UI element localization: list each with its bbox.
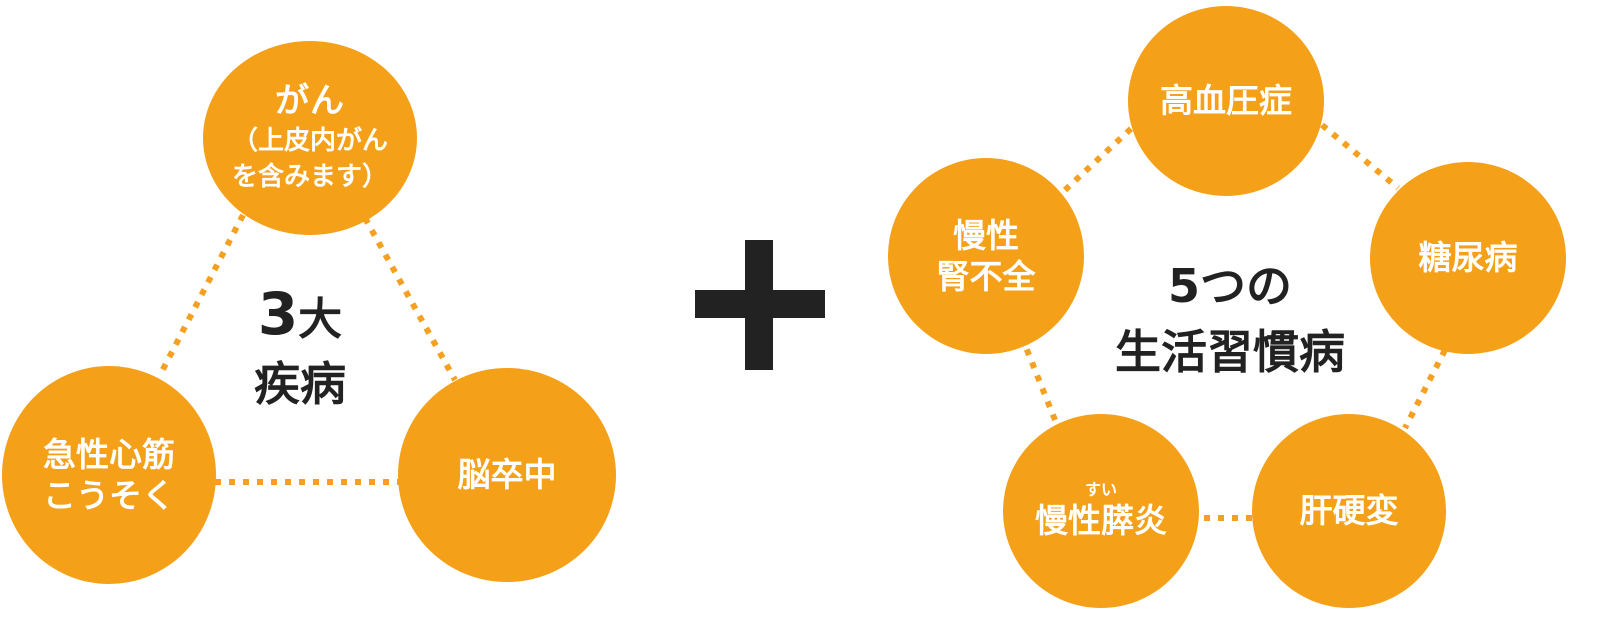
pancreatitis-label: 慢性膵炎: [1035, 501, 1167, 541]
diabetes-circle: 糖尿病: [1370, 162, 1566, 354]
plus-icon: [695, 240, 825, 370]
renal-failure-line1: 慢性: [953, 215, 1019, 255]
center-line2: 疾病: [254, 357, 346, 411]
connector-renal-hypertension: [1062, 122, 1138, 193]
renal-failure-line2: 腎不全: [936, 257, 1036, 296]
lifestyle-center-line2: 生活習慣病: [1115, 325, 1345, 379]
connector-hypertension-diabetes: [1320, 122, 1400, 191]
connector-cancer-heart: [157, 213, 246, 377]
cirrhosis-label: 肝硬変: [1299, 491, 1399, 531]
cirrhosis-circle: 肝硬変: [1252, 414, 1446, 608]
cancer-circle: がん （上皮内がん を含みます）: [203, 41, 417, 235]
heart-attack-line1: 急性心筋: [43, 434, 175, 474]
center-number: 3: [257, 280, 299, 348]
connector-cancer-stroke: [362, 216, 458, 382]
cancer-note-line2: を含みます）: [231, 162, 388, 193]
cancer-note-line1: （上皮内がん: [231, 125, 388, 156]
three-major-diseases-label: 3大 疾病: [230, 280, 370, 414]
pancreatitis-circle: すい 慢性膵炎: [1003, 414, 1199, 608]
lifestyle-center-line1: 5つの: [1167, 259, 1292, 313]
plus-icon-vertical-bar: [745, 240, 773, 370]
hypertension-circle: 高血圧症: [1128, 6, 1324, 196]
five-lifestyle-diseases-label: 5つの 生活習慣病: [1085, 250, 1375, 382]
renal-failure-circle: 慢性 腎不全: [888, 158, 1084, 354]
connector-pancreatitis-renal: [1022, 343, 1058, 422]
hypertension-label: 高血圧症: [1160, 81, 1292, 121]
pancreatitis-ruby: すい: [1084, 479, 1117, 499]
cancer-title: がん: [275, 81, 345, 122]
connector-diabetes-cirrhosis: [1402, 348, 1448, 430]
stroke-label: 脳卒中: [457, 455, 557, 495]
heart-attack-line2: こうそく: [43, 476, 175, 515]
center-kanji: 大: [298, 294, 343, 345]
heart-attack-circle: 急性心筋 こうそく: [2, 366, 216, 584]
diabetes-label: 糖尿病: [1418, 238, 1518, 278]
stroke-circle: 脳卒中: [398, 368, 616, 582]
